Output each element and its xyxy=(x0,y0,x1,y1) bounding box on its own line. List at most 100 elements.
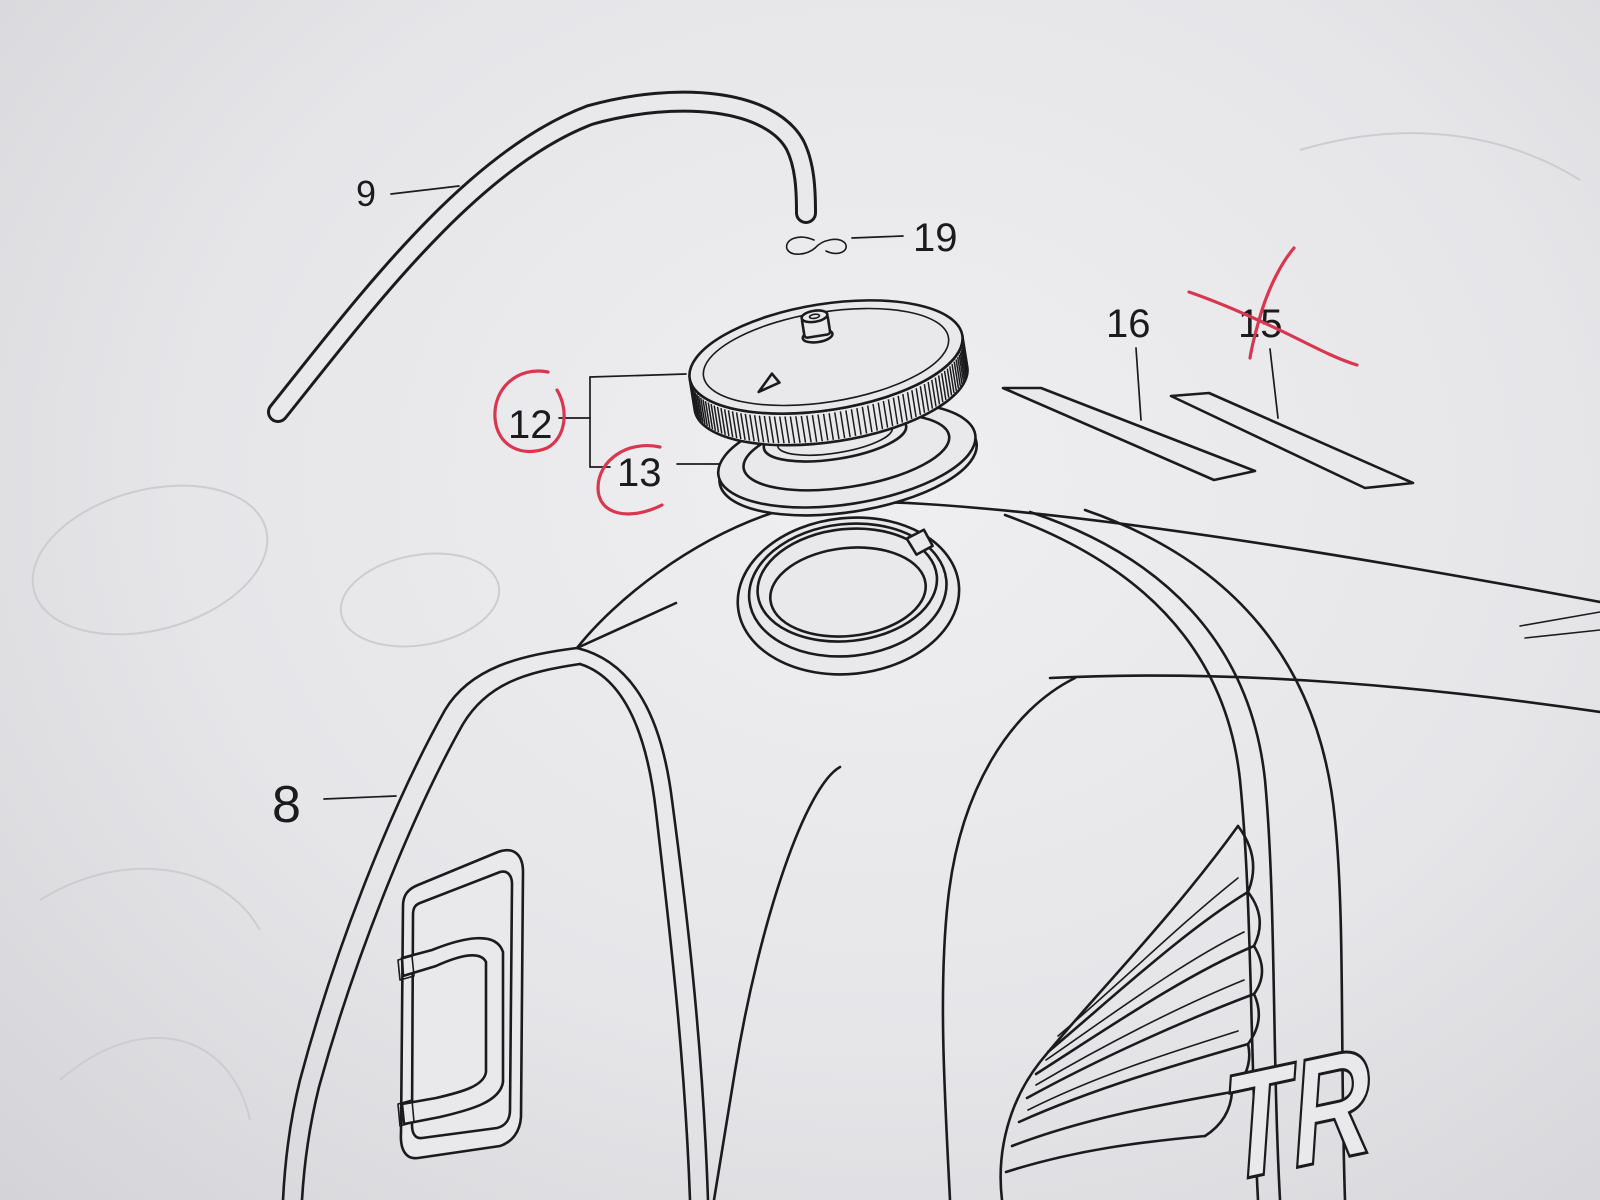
knurl-tick xyxy=(834,412,840,440)
filler-neck-notch xyxy=(905,528,934,556)
callout-label-8: 8 xyxy=(272,776,301,834)
knurl-tick xyxy=(817,414,823,442)
wing-feather-inner xyxy=(1057,877,1239,1037)
knurl-tick xyxy=(789,416,796,444)
knurl-tick xyxy=(927,381,934,409)
callout-label-15: 15 xyxy=(1238,302,1283,346)
knurl-tick xyxy=(940,373,947,400)
knurl-tick xyxy=(934,377,941,405)
knurl-tick xyxy=(710,404,717,431)
knurl-tick xyxy=(713,405,720,433)
clip-loop-right xyxy=(814,238,847,255)
knurl-tick xyxy=(902,393,908,421)
knurl-tick xyxy=(740,413,746,440)
badge-tab xyxy=(397,955,415,981)
wing-feather-inner xyxy=(1035,979,1245,1086)
show-through-mark xyxy=(339,552,501,648)
leader-15 xyxy=(1269,348,1279,419)
knurl-tick xyxy=(861,406,868,434)
callout-labels: 9 19 12 13 16 15 8 xyxy=(272,173,1283,834)
callout-label-19: 19 xyxy=(913,216,958,260)
knurl-tick xyxy=(707,402,714,430)
wing-emblem: TR xyxy=(999,824,1378,1200)
clip-loop-left xyxy=(785,236,816,255)
faint-show-through xyxy=(31,132,1581,1121)
knee-panel-inner-right xyxy=(578,662,692,1200)
red-circle-13 xyxy=(596,444,664,516)
knurl-tick xyxy=(919,386,926,413)
cap-arrow-marker xyxy=(757,372,781,394)
cap-vent-nipple xyxy=(800,309,834,344)
tank-side-contour xyxy=(1083,508,1347,1200)
knurl-tick xyxy=(953,361,960,389)
knurl-tick xyxy=(911,390,917,418)
red-pen-marks xyxy=(493,246,1359,516)
knurl-tick xyxy=(915,388,922,416)
leader-8 xyxy=(323,795,397,800)
callout-label-16: 16 xyxy=(1106,302,1151,346)
knurl-tick xyxy=(877,402,884,430)
tank-side-stripe-line xyxy=(1003,513,1260,1200)
show-through-mark xyxy=(39,867,261,931)
knurl-tick xyxy=(702,399,708,427)
filler-neck-opening xyxy=(768,546,928,638)
knurl-tick xyxy=(699,397,706,425)
wing-feather xyxy=(1034,944,1256,1076)
knurl-tick xyxy=(704,400,711,428)
knurl-tick xyxy=(951,363,958,391)
callout-label-9: 9 xyxy=(356,173,376,214)
knurl-tick xyxy=(887,399,894,427)
knurl-tick xyxy=(961,345,968,373)
filler-cap xyxy=(688,299,969,447)
tank-side-ridge xyxy=(712,765,842,1200)
bracket-top xyxy=(589,373,687,378)
filler-neck xyxy=(736,516,961,676)
decal-stripe-15 xyxy=(1169,391,1415,490)
knee-panel-inner-left xyxy=(300,662,582,1200)
tank-top-contour xyxy=(575,500,1600,650)
knurl-tick xyxy=(795,416,801,444)
knurl-tick xyxy=(949,366,955,394)
red-cross-15-stroke xyxy=(1187,290,1359,367)
knurl-tick xyxy=(692,390,699,418)
knurl-tick xyxy=(690,386,697,414)
badge-tab xyxy=(397,1099,415,1127)
knurl-tick xyxy=(768,416,775,444)
tank-side-stripe-line xyxy=(1028,510,1282,1200)
emblem-lettering: TR xyxy=(1218,1015,1376,1200)
knurl-tick xyxy=(931,379,937,407)
tube-clip xyxy=(785,236,847,255)
show-through-mark xyxy=(1299,132,1581,181)
knurl-tick xyxy=(806,415,812,443)
knurl-tick xyxy=(959,352,966,380)
knurl-tick xyxy=(720,408,726,435)
knurl-tick xyxy=(694,392,701,420)
knurl-tick xyxy=(872,403,878,431)
knurl-tick xyxy=(784,416,790,444)
knurl-tick xyxy=(731,411,738,439)
wing-leading-edge xyxy=(999,824,1240,1200)
knurl-tick xyxy=(828,413,835,440)
knurl-tick xyxy=(800,415,807,443)
nipple-top xyxy=(800,309,829,324)
decal-stripe-16 xyxy=(1001,386,1257,482)
breather-tube xyxy=(267,90,817,423)
knurl-tick xyxy=(839,411,846,439)
badge-inner xyxy=(410,870,514,1140)
knee-panel-outer-left xyxy=(281,646,579,1200)
knurl-tick xyxy=(856,407,862,435)
knurl-tick xyxy=(744,413,751,441)
show-through-mark xyxy=(59,1036,251,1121)
filler-neck-step xyxy=(747,522,948,658)
nipple-hole xyxy=(808,313,821,320)
knurl-tick xyxy=(923,384,930,411)
knee-panel-outer-right xyxy=(575,646,710,1200)
wing-feather xyxy=(1010,1090,1234,1148)
knurl-tick xyxy=(892,397,899,425)
knurl-tick xyxy=(749,414,755,442)
knurl-tick xyxy=(753,415,760,442)
tank-side-curve xyxy=(941,676,1077,1200)
knurl-tick xyxy=(822,413,829,441)
